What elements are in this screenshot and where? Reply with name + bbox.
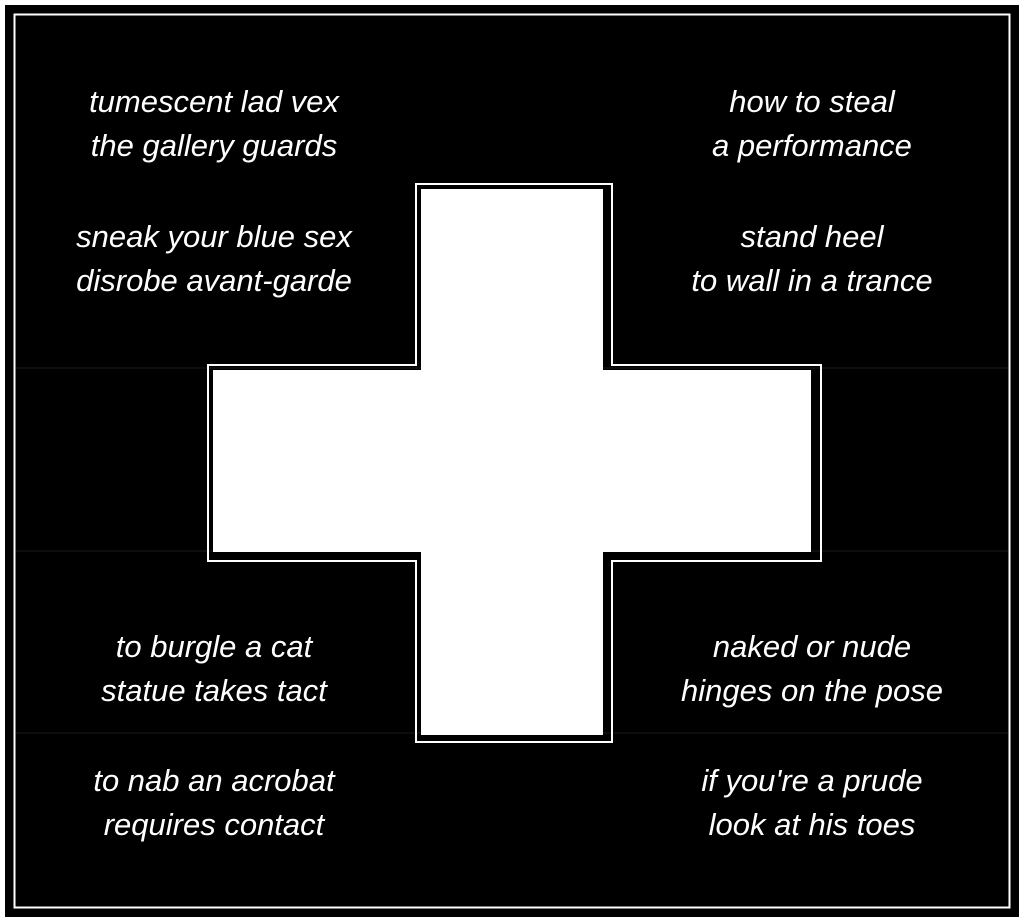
poem-line: look at his toes xyxy=(708,807,916,842)
stanza-2: how to steal a performance xyxy=(602,80,1022,168)
poem-line: hinges on the pose xyxy=(681,673,943,708)
poem-line: a performance xyxy=(712,128,912,163)
poem-line: the gallery guards xyxy=(90,128,338,163)
poem-line: naked or nude xyxy=(712,629,912,664)
stanza-7: to nab an acrobat requires contact xyxy=(4,759,424,847)
inner-border xyxy=(13,13,1011,909)
cross-shape xyxy=(213,189,811,735)
poem-line: disrobe avant-garde xyxy=(76,263,352,298)
stanza-1: tumescent lad vex the gallery guards xyxy=(4,80,424,168)
poem-line: to nab an acrobat xyxy=(93,763,335,798)
poem-line: if you're a prude xyxy=(701,763,923,798)
poem-line: stand heel xyxy=(740,219,884,254)
stanza-3: sneak your blue sex disrobe avant-garde xyxy=(4,215,424,303)
stanza-6: naked or nude hinges on the pose xyxy=(602,625,1022,713)
poem-line: to burgle a cat xyxy=(115,629,313,664)
cross-outline xyxy=(207,183,822,743)
poem-line: to wall in a trance xyxy=(691,263,933,298)
poem-line: sneak your blue sex xyxy=(76,219,352,254)
stanza-4: stand heel to wall in a trance xyxy=(602,215,1022,303)
stanza-5: to burgle a cat statue takes tact xyxy=(4,625,424,713)
poem-line: statue takes tact xyxy=(101,673,327,708)
poem-line: tumescent lad vex xyxy=(89,84,339,119)
poem-line: requires contact xyxy=(103,807,325,842)
stanza-8: if you're a prude look at his toes xyxy=(602,759,1022,847)
poem-line: how to steal xyxy=(729,84,895,119)
